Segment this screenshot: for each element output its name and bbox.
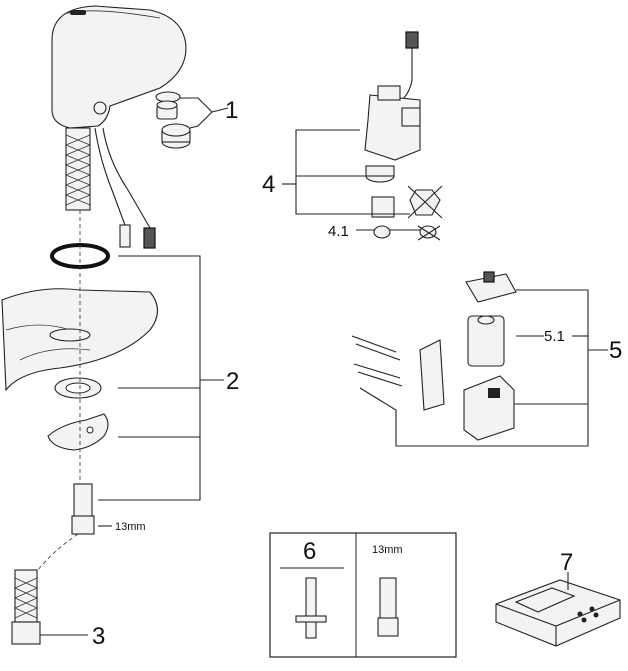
- sensor-window: [70, 10, 86, 15]
- aerator-parts: 1: [155, 91, 238, 149]
- callout-2: 2: [226, 368, 239, 395]
- remote-control-body: [495, 579, 621, 647]
- braided-hose-bottom: [14, 569, 38, 623]
- callout-7: 7: [560, 549, 573, 576]
- callout-6: 6: [303, 538, 316, 565]
- threaded-rod: [73, 483, 93, 521]
- mounting-parts: 2 13mm: [1, 210, 239, 535]
- callout-1: 1: [225, 97, 238, 124]
- remote-control: 7: [495, 549, 621, 647]
- tool-box: 6 13mm: [269, 532, 457, 658]
- wrench-size-main: 13mm: [115, 521, 146, 533]
- aerator-outlet: [93, 101, 107, 115]
- tool-box-frame: [269, 532, 457, 658]
- connection-hose: 3: [11, 533, 105, 650]
- electronics-parts: 5.1 5: [351, 271, 622, 447]
- solenoid-valve-assembly: 4 4.1: [262, 31, 443, 241]
- callout-4-1: 4.1: [328, 223, 349, 240]
- faucet-body: [51, 5, 187, 249]
- socket-wrench: [379, 577, 397, 625]
- valve-body: [364, 94, 421, 161]
- callout-3: 3: [92, 623, 105, 650]
- cable-connector-a: [119, 224, 131, 248]
- callout-4: 4: [262, 171, 275, 198]
- mounting-bracket: [47, 413, 109, 451]
- callout-5-1: 5.1: [544, 328, 565, 345]
- mounting-plate: [419, 339, 445, 411]
- cable-connector-b: [143, 227, 156, 249]
- callout-5: 5: [609, 337, 622, 364]
- battery-housing: [463, 375, 515, 441]
- wrench-size-box: 13mm: [372, 544, 403, 556]
- mounting-tool: [305, 577, 317, 639]
